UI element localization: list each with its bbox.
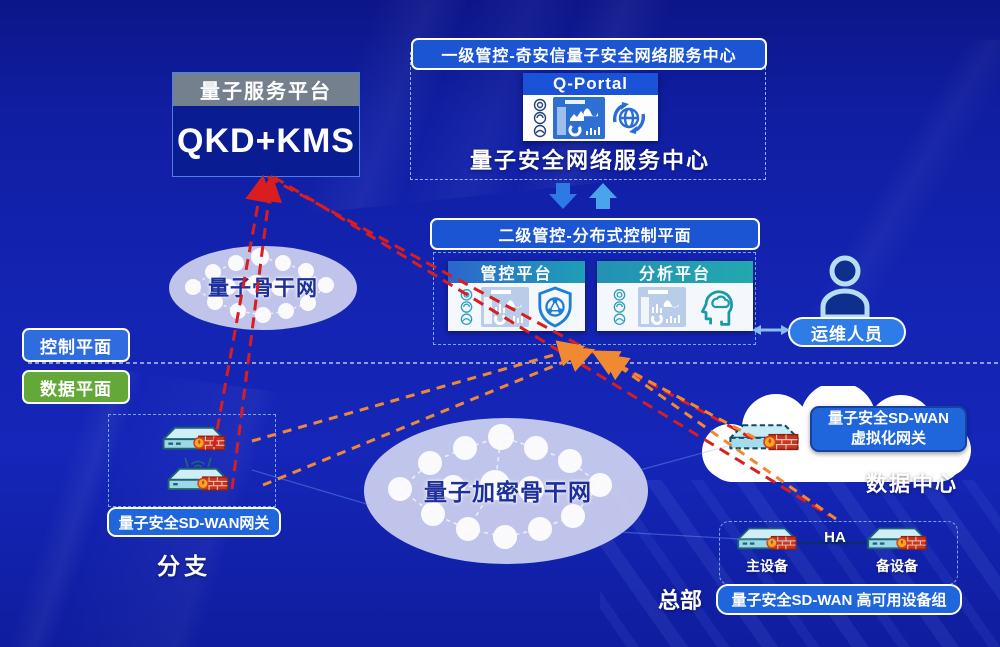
management-platform-card: 管控平台 [448,261,585,331]
datacenter-site-label: 数据中心 [866,473,958,496]
operator-double-arrow [752,325,790,335]
tier-down-arrow [549,183,577,209]
ha-link-line [799,541,869,545]
quantum-encrypted-backbone-label: 量子加密骨干网 [424,479,592,505]
ai-brain-head-icon [701,290,734,326]
mini-dashboard-icon [637,287,686,327]
qportal-dashboard-icon [552,97,605,139]
wifi-sdwan-device-icon [160,455,236,501]
tier-up-arrow [589,183,617,209]
datacenter-gateway-line1: 量子安全SD-WAN [828,410,949,427]
quantum-backbone-label: 量子骨干网 [208,277,318,300]
tier1-banner: 一级管控-奇安信量子安全网络服务中心 [411,38,767,70]
data-plane-badge: 数据平面 [22,370,130,404]
mini-dashboard-icon [481,287,529,327]
ha-label: HA [824,528,846,546]
branch-gateway-pill: 量子安全SD-WAN网关 [107,507,281,537]
tier2-banner: 二级管控-分布式控制平面 [430,218,760,250]
shield-molecule-icon [538,286,572,328]
qportal-title: Q-Portal [523,73,658,95]
qportal-card: Q-Portal [523,73,658,141]
virtual-sdwan-device-icon [726,420,802,462]
globe-sync-icon [613,102,646,134]
tier1-title: 量子安全网络服务中心 [469,148,710,173]
primary-sdwan-device-icon [732,524,802,560]
operator-pill: 运维人员 [788,317,906,347]
qkd-kms-label: QKD+KMS [173,106,359,176]
management-platform-title: 管控平台 [448,261,585,283]
datacenter-gateway-line2: 虚拟化网关 [850,430,926,447]
backup-device-label: 备设备 [876,558,918,574]
analysis-platform-title: 分析平台 [597,261,753,283]
datacenter-gateway-pill: 量子安全SD-WAN 虚拟化网关 [810,406,967,452]
dashboard-rings-icon [613,289,626,325]
quantum-service-header: 量子服务平台 [173,73,359,106]
dashboard-rings-icon [533,98,546,138]
dashboard-rings-icon [460,289,473,325]
operator-person-icon [820,255,870,317]
quantum-service-platform-box: 量子服务平台 QKD+KMS [172,72,360,177]
branch-site-label: 分支 [157,553,211,579]
control-plane-badge: 控制平面 [22,328,130,362]
hq-site-label: 总部 [657,588,702,613]
analysis-platform-card: 分析平台 [597,261,753,331]
backup-sdwan-device-icon [862,524,932,560]
hq-ha-group-pill: 量子安全SD-WAN 高可用设备组 [716,584,962,615]
primary-device-label: 主设备 [746,558,788,574]
